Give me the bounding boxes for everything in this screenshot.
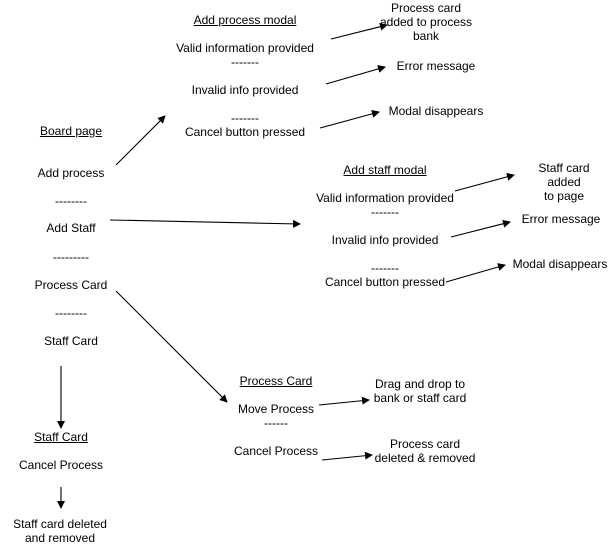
staff-error-label: Error message	[521, 212, 601, 226]
staff-card-added-label: Staff card added to page	[538, 161, 590, 203]
arrow-add-process-to-modal	[115, 115, 166, 166]
process-invalid-label: Invalid info provided	[191, 83, 299, 97]
separator: --------	[55, 306, 87, 320]
arrow-process-invalid	[325, 65, 386, 85]
move-process-label: Move Process	[237, 402, 315, 416]
process-card-title: Process Card	[239, 374, 313, 388]
separator: -------	[231, 111, 259, 125]
arrow-add-staff-to-modal	[109, 219, 301, 228]
separator: ---------	[53, 250, 89, 264]
separator: -------	[371, 205, 399, 219]
staff-card-deleted-label: Staff card deleted and removed	[13, 517, 107, 545]
arrow-process-cancel	[319, 109, 380, 129]
separator: -------	[371, 261, 399, 275]
process-card-label: Process Card	[34, 278, 108, 292]
arrow-cancel-process-card	[321, 451, 373, 461]
board-page-title: Board page	[39, 124, 103, 138]
drag-drop-label: Drag and drop to bank or staff card	[373, 377, 467, 405]
cancel-process-label: Cancel Process	[18, 458, 104, 472]
add-staff-modal-title: Add staff modal	[343, 163, 427, 177]
separator: ------	[264, 416, 288, 430]
separator: -------	[231, 55, 259, 69]
staff-invalid-label: Invalid info provided	[331, 233, 439, 247]
arrow-move-process	[318, 396, 370, 406]
separator: --------	[55, 194, 87, 208]
process-error-label: Error message	[396, 59, 476, 73]
staff-modal-disappears-label: Modal disappears	[512, 257, 608, 271]
arrow-staff-cancel	[445, 263, 506, 283]
add-staff-label: Add Staff	[46, 221, 96, 235]
add-process-label: Add process	[37, 166, 105, 180]
process-modal-disappears-label: Modal disappears	[388, 104, 484, 118]
staff-card-label: Staff Card	[44, 334, 98, 348]
process-cancel-label: Cancel button pressed	[184, 125, 306, 139]
process-card-added-label: Process card added to process bank	[379, 1, 473, 43]
process-valid-label: Valid information provided	[176, 41, 314, 55]
staff-valid-label: Valid information provided	[316, 191, 454, 205]
cancel-process-card-label: Cancel Process	[233, 444, 319, 458]
add-process-modal-title: Add process modal	[193, 13, 297, 27]
arrow-process-valid	[330, 22, 388, 40]
arrow-staff-invalid	[450, 219, 511, 238]
staff-card-title: Staff Card	[34, 430, 88, 444]
process-card-deleted-label: Process card deleted & removed	[374, 437, 476, 465]
arrow-process-card-to-section	[115, 290, 228, 403]
arrow-staff-valid	[454, 172, 515, 192]
staff-cancel-label: Cancel button pressed	[324, 275, 446, 289]
